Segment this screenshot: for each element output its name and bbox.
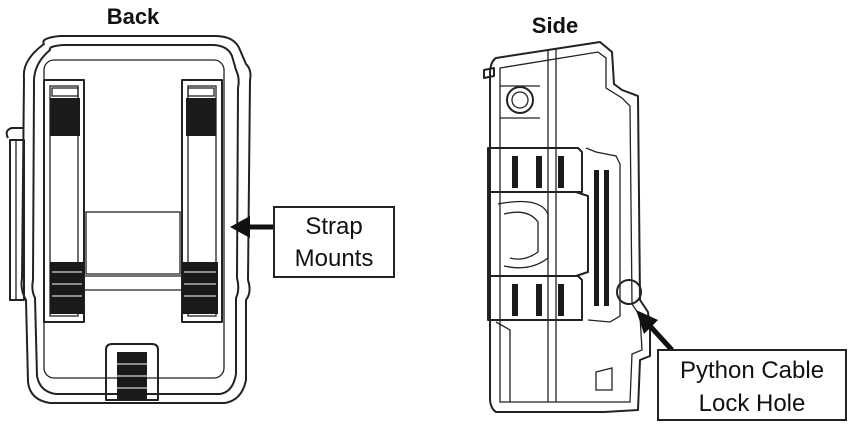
lock-callout-box: [657, 349, 847, 421]
lock-hole-callout: Python Cable Lock Hole: [636, 310, 847, 421]
side-view-camera: [483, 41, 651, 413]
back-view-camera: [5, 35, 252, 404]
strap-callout-line-1: Strap: [305, 213, 362, 240]
back-view-title: Back: [107, 4, 160, 29]
side-view-title: Side: [532, 13, 578, 38]
strap-mount-lower-right: [182, 262, 218, 314]
strap-arrow-head: [230, 216, 250, 238]
strap-mounts-callout: Strap Mounts: [230, 206, 395, 278]
lock-arrow-shaft: [648, 324, 674, 352]
strap-mount-lower-left: [50, 262, 84, 314]
lock-callout-line-2: Lock Hole: [699, 390, 806, 417]
lock-arrow-head: [636, 310, 658, 334]
strap-mount-upper-right: [186, 98, 216, 136]
lock-callout-line-1: Python Cable: [680, 357, 824, 384]
cable-lock-hole: [616, 279, 642, 305]
strap-callout-line-2: Mounts: [295, 245, 374, 272]
strap-callout-box: [273, 206, 395, 278]
strap-mount-upper-left: [50, 98, 80, 136]
